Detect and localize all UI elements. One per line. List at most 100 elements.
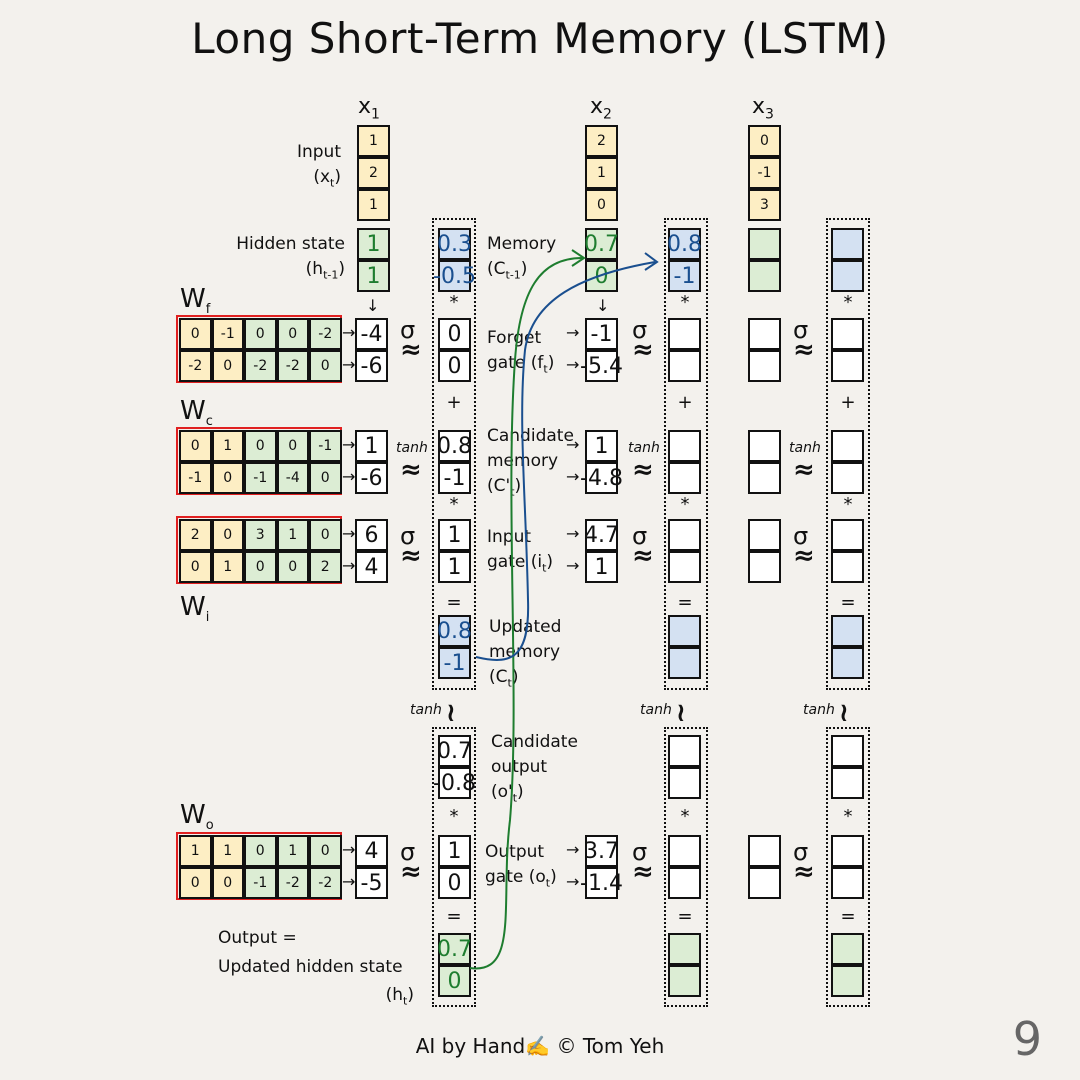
output-label-3: (ht) bbox=[385, 985, 414, 1008]
add-sign-1: + bbox=[446, 392, 462, 413]
tilde-out-3: ≀ bbox=[839, 698, 849, 728]
wc-weight-cell: -1 bbox=[179, 462, 212, 494]
step3-forget-cell bbox=[831, 350, 864, 382]
input-x1-cell: 1 bbox=[357, 189, 390, 221]
arrow-lin2-0: → bbox=[566, 323, 580, 342]
step1-wo_out-cell: -5 bbox=[355, 867, 388, 899]
wi-weight-cell: 0 bbox=[179, 551, 212, 583]
wi-weight-cell: 3 bbox=[244, 519, 277, 551]
blue-memory-arrowhead bbox=[644, 252, 659, 271]
tanh-c-3: tanh bbox=[789, 440, 821, 456]
step2-igate-cell bbox=[668, 519, 701, 551]
wc-weight-cell: -1 bbox=[309, 430, 342, 462]
wo-weight-cell: 0 bbox=[309, 835, 342, 867]
page-title: Long Short-Term Memory (LSTM) bbox=[191, 14, 889, 63]
input-x2-cell: 0 bbox=[585, 189, 618, 221]
arrow-lin2-1: → bbox=[566, 355, 580, 374]
step1-igate-cell: 1 bbox=[438, 519, 471, 551]
tilde-out-1: ≀ bbox=[446, 698, 456, 728]
step2-wc_out-cell: -4.8 bbox=[580, 462, 623, 494]
input-label: Input(xt) bbox=[296, 142, 341, 190]
step1-wi_out-cell: 6 bbox=[355, 519, 388, 551]
eq-sign-1: = bbox=[446, 592, 462, 613]
step3-ogate-cell bbox=[831, 867, 864, 899]
wi-weight-cell: 0 bbox=[276, 551, 309, 583]
step2-c_new-cell bbox=[668, 647, 701, 679]
arrow-lin-2: → bbox=[342, 435, 356, 454]
wc-weight-cell: 1 bbox=[211, 430, 244, 462]
step1-wc_out-cell: 1 bbox=[355, 430, 388, 462]
sigma-o-3: σ bbox=[793, 838, 809, 866]
wc-weight-cell: 0 bbox=[211, 462, 244, 494]
step1-cand_out-cell: -0.8 bbox=[433, 767, 476, 799]
step2-cand_out-cell bbox=[668, 767, 701, 799]
arrow-lin-0: → bbox=[342, 323, 356, 342]
wi-weight-cell: 2 bbox=[309, 551, 342, 583]
tanh-out-2: tanh bbox=[640, 702, 672, 718]
wf-weight-cell: 0 bbox=[211, 350, 244, 382]
column-header-x2: x2 bbox=[590, 94, 612, 123]
wf-weight-cell: -2 bbox=[244, 350, 277, 382]
mul-sign-1: * bbox=[449, 292, 459, 313]
step1-igate-cell: 1 bbox=[438, 551, 471, 583]
step3-memory-column bbox=[826, 218, 870, 690]
step2-memory-column bbox=[664, 218, 708, 690]
step2-igate-cell bbox=[668, 551, 701, 583]
wf-weight-cell: 0 bbox=[309, 350, 342, 382]
step2-ogate-cell bbox=[668, 867, 701, 899]
wf-weight-cell: -2 bbox=[276, 350, 309, 382]
wo-weight-cell: 0 bbox=[179, 867, 212, 899]
step3-wi_out-cell bbox=[748, 519, 781, 551]
step2-wf_out-cell: -5.4 bbox=[580, 350, 623, 382]
arrow-lin-1: → bbox=[342, 355, 356, 374]
wf-weight-cell: -2 bbox=[179, 350, 212, 382]
memory-cell-3 bbox=[831, 260, 864, 292]
arrow-lin2-5: → bbox=[566, 556, 580, 575]
step3-c_new-cell bbox=[831, 647, 864, 679]
mul-sign-c-1: * bbox=[449, 806, 459, 827]
tanh-c-2: tanh bbox=[628, 440, 660, 456]
step3-cand-cell bbox=[831, 462, 864, 494]
hidden-state-cell-3 bbox=[748, 228, 781, 260]
input-x1-cell: 2 bbox=[357, 157, 390, 189]
approx-o-3: ≈ bbox=[793, 857, 815, 887]
step2-cand-cell bbox=[668, 430, 701, 462]
step2-wi_out-cell: 1 bbox=[585, 551, 618, 583]
input-x3-cell: 3 bbox=[748, 189, 781, 221]
eq-sign-3: = bbox=[840, 592, 856, 613]
tilde-out-2: ≀ bbox=[676, 698, 686, 728]
wi-weight-cell: 1 bbox=[211, 551, 244, 583]
sigma-i-2: σ bbox=[632, 522, 648, 550]
step3-wf_out-cell bbox=[748, 318, 781, 350]
mul-sign-b-2: * bbox=[680, 494, 690, 515]
step1-c_new-cell: 0.8 bbox=[437, 615, 472, 647]
approx-i-3: ≈ bbox=[793, 541, 815, 571]
arrow-lin2-4: → bbox=[566, 524, 580, 543]
tanh-out-3: tanh bbox=[803, 702, 835, 718]
memory-cell-1: 0.3 bbox=[437, 228, 472, 260]
wo-weight-cell: 1 bbox=[211, 835, 244, 867]
step2-cand-cell bbox=[668, 462, 701, 494]
step2-forget-cell bbox=[668, 318, 701, 350]
arrow-lin2-3: → bbox=[566, 467, 580, 486]
wc-weight-cell: 0 bbox=[276, 430, 309, 462]
step3-forget-cell bbox=[831, 318, 864, 350]
add-sign-3: + bbox=[840, 392, 856, 413]
approx-o-1: ≈ bbox=[400, 857, 422, 887]
mul-sign-c-3: * bbox=[843, 806, 853, 827]
wo-weight-cell: 1 bbox=[276, 835, 309, 867]
wi-weight-cell: 0 bbox=[211, 519, 244, 551]
step2-h_new-cell bbox=[668, 965, 701, 997]
arrow-lin-6: → bbox=[342, 840, 356, 859]
hidden-state-cell-1: 1 bbox=[357, 228, 390, 260]
step3-wo_out-cell bbox=[748, 835, 781, 867]
sigma-f-2: σ bbox=[632, 316, 648, 344]
wf-weight-cell: -2 bbox=[309, 318, 342, 350]
mul-sign-3: * bbox=[843, 292, 853, 313]
step2-c_new-cell bbox=[668, 615, 701, 647]
output-label: Output = bbox=[218, 928, 297, 948]
step2-cand_out-cell bbox=[668, 735, 701, 767]
step3-wf_out-cell bbox=[748, 350, 781, 382]
